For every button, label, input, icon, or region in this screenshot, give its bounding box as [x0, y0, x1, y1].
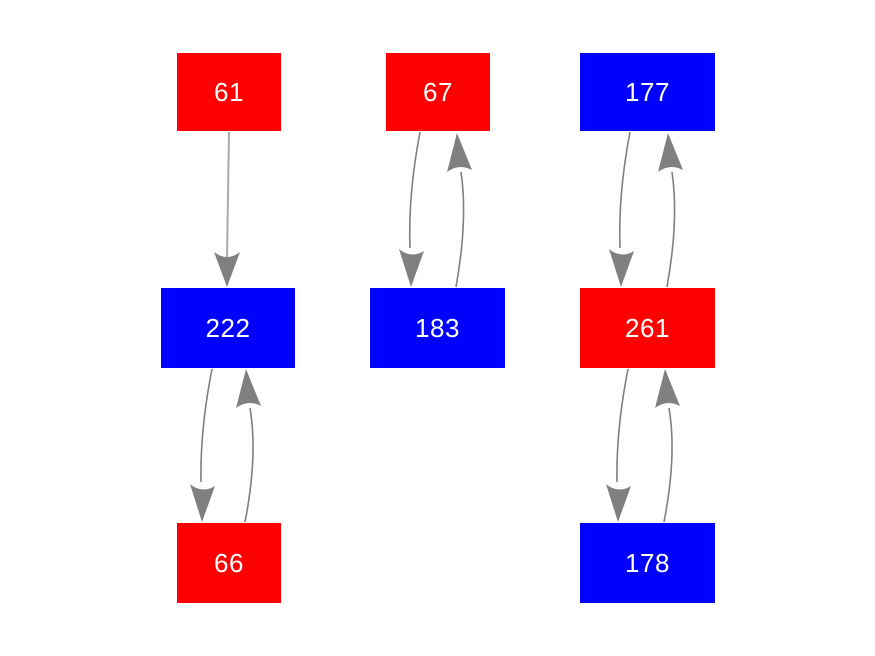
- node-label: 261: [625, 313, 670, 343]
- node-label: 66: [214, 548, 244, 578]
- node-label: 222: [205, 313, 251, 343]
- edge-61-to-222: [214, 131, 240, 287]
- edge-261-to-178: [606, 368, 631, 522]
- graph-node-222[interactable]: 222: [161, 288, 295, 368]
- edge-261-to-177: [658, 133, 683, 288]
- edge-67-to-183: [399, 131, 424, 287]
- graph-node-261[interactable]: 261: [580, 288, 715, 368]
- edge-66-to-222: [236, 369, 261, 523]
- graph-node-183[interactable]: 183: [370, 288, 505, 368]
- node-label: 183: [415, 313, 460, 343]
- node-label: 177: [625, 77, 670, 107]
- node-label: 178: [625, 548, 670, 578]
- graph-node-66[interactable]: 66: [177, 523, 281, 603]
- graph-node-177[interactable]: 177: [580, 53, 715, 131]
- edge-178-to-261: [655, 369, 680, 523]
- edge-177-to-261: [609, 131, 634, 287]
- graph-node-67[interactable]: 67: [386, 53, 490, 131]
- node-label: 61: [214, 77, 244, 107]
- edge-222-to-66: [190, 368, 215, 522]
- graph-node-61[interactable]: 61: [177, 53, 281, 131]
- node-label: 67: [423, 77, 453, 107]
- edge-183-to-67: [447, 133, 472, 288]
- graph-node-178[interactable]: 178: [580, 523, 715, 603]
